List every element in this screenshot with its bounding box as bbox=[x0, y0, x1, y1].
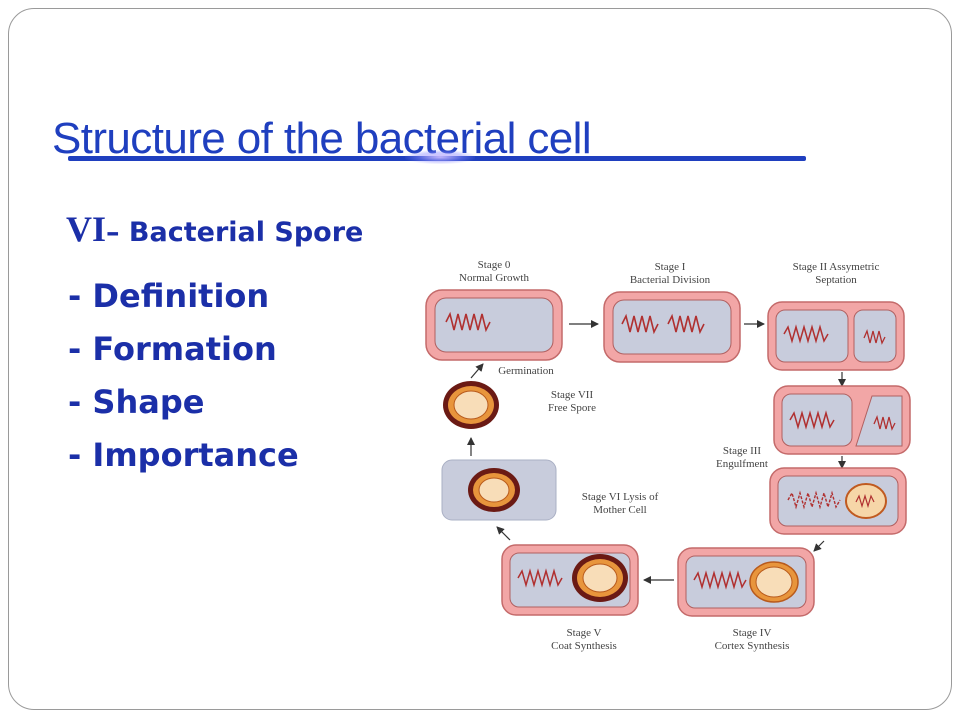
stage-0-cell bbox=[425, 289, 563, 361]
stage-3b-cell bbox=[769, 467, 907, 535]
stage-6-cell bbox=[441, 459, 557, 521]
topic-item: - Importance bbox=[68, 436, 299, 474]
arrow-3-4 bbox=[813, 540, 825, 552]
stage-3a-cell bbox=[773, 385, 911, 455]
germination-label: Germination bbox=[498, 365, 554, 377]
section-title: – Bacterial Spore bbox=[106, 217, 364, 248]
arrow-7-0 bbox=[470, 363, 484, 379]
topic-item: - Definition bbox=[68, 277, 270, 315]
title-sparkle bbox=[405, 150, 475, 164]
stage-1-cell bbox=[603, 291, 741, 363]
section-number: VI bbox=[66, 209, 107, 249]
stage-4-cell bbox=[677, 547, 815, 617]
topic-item: - Shape bbox=[68, 383, 205, 421]
section-heading: VI– Bacterial Spore bbox=[66, 208, 363, 250]
topic-item: - Formation bbox=[68, 330, 277, 368]
stage-5-cell bbox=[501, 544, 639, 616]
page-title: Structure of the bacterial cell bbox=[52, 114, 592, 163]
topic-list: - Definition - Formation - Shape - Impor… bbox=[68, 272, 299, 484]
stage-7-spore bbox=[443, 381, 499, 429]
stage-2-cell bbox=[767, 301, 905, 371]
arrow-5-6 bbox=[496, 526, 511, 541]
